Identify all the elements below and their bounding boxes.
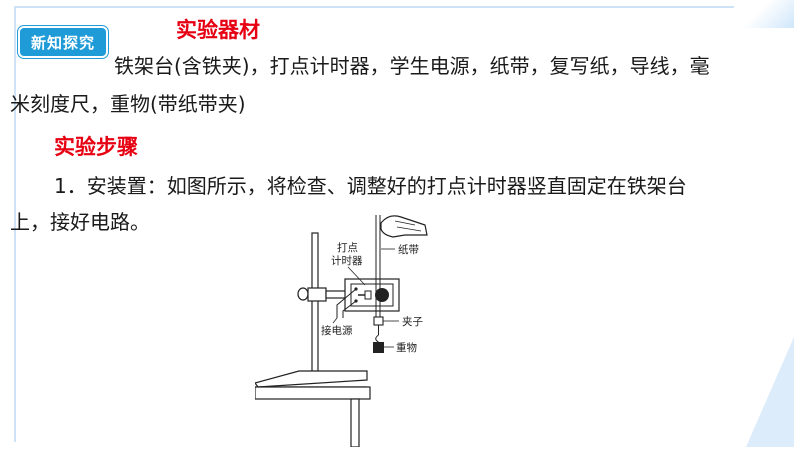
label-weight: 重物 [396, 342, 417, 354]
leader-timer [347, 266, 366, 286]
label-clip: 夹子 [402, 316, 423, 328]
clamp-knob [297, 287, 309, 301]
section-badge: 新知探究 [18, 26, 108, 58]
stand-base [253, 370, 368, 388]
corner-decoration-top [734, 0, 794, 28]
label-timer-line2: 计时器 [331, 255, 363, 267]
power-wire-2 [342, 300, 357, 318]
table-leg [350, 398, 360, 448]
tape-clip [373, 316, 384, 326]
stand-rod [311, 232, 319, 379]
equipment-line-2: 米刻度尺，重物(带纸带夹) [10, 92, 246, 116]
label-paper-tape: 纸带 [398, 244, 419, 256]
step-1-line-1: 1．安装置：如图所示，将检查、调整好的打点计时器竖直固定在铁架台 [54, 174, 687, 198]
weight-block [373, 342, 384, 353]
equipment-heading: 实验器材 [176, 18, 260, 42]
frame-top-border [14, 6, 790, 8]
clip-hook-curve [375, 334, 379, 343]
timer-disc [375, 288, 389, 302]
timer-needle-block [364, 290, 372, 300]
label-power: 接电源 [321, 325, 353, 337]
equipment-line-1: 铁架台(含铁夹)，打点计时器，学生电源，纸带，复写纸，导线，毫 [114, 54, 710, 78]
apparatus-figure: 打点 计时器 纸带 接电源 夹子 重物 [253, 205, 500, 448]
table-top [254, 386, 371, 400]
power-wire-1 [336, 288, 357, 318]
label-timer-line1: 打点 [337, 242, 358, 254]
clamp-arm [325, 290, 347, 299]
step-1-line-2: 上，接好电路。 [10, 210, 150, 234]
frame-left-border [14, 6, 16, 442]
corner-decoration-bottom [746, 337, 794, 447]
clamp-body [307, 287, 327, 302]
apparatus-diagram [253, 215, 428, 448]
leader-power [332, 317, 338, 324]
steps-heading: 实验步骤 [54, 135, 138, 159]
hand-fingers [394, 220, 422, 232]
hand [380, 215, 428, 238]
